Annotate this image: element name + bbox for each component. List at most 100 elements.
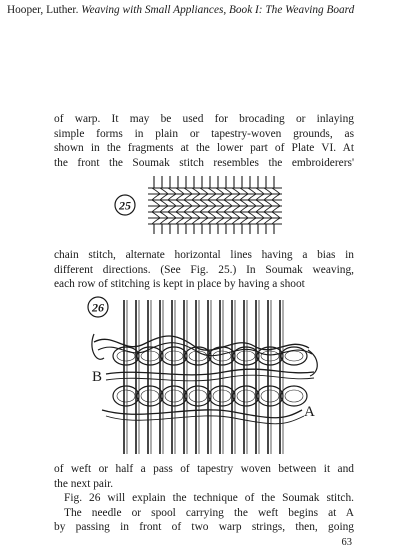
stitch-loop [239,193,249,201]
stitch-loop [255,193,265,201]
soumak-loop [212,350,232,362]
stitch-loop [231,217,241,225]
stitch-loop [159,193,169,201]
weft-tail [91,333,105,360]
stitch-loop [247,217,257,225]
soumak-loop [160,346,188,366]
stitch-loop [247,199,257,207]
soumak-loop [160,385,188,407]
stitch-loop [271,187,281,195]
stitch-loop [271,199,281,207]
text-line: the next pair. [54,477,114,490]
stitch-loop [263,211,273,219]
soumak-loop [284,389,304,403]
stitch-loop [255,205,265,213]
figure-25-soumak-stitch: 25 [114,176,282,234]
soumak-loop [280,346,308,366]
soumak-loop [232,346,260,366]
stitch-loop [199,205,209,213]
text-line: by passing in front of two warp strings,… [54,521,354,534]
stitch-loop [207,193,217,201]
figure-label-b: B [92,369,102,385]
stitch-loop [151,199,161,207]
soumak-loop [116,350,136,362]
stitch-loop [183,199,193,207]
stitch-loop [215,211,225,219]
stitch-loop [183,193,193,201]
stitch-loop [215,193,225,201]
text-line: the front the Soumak stitch resembles th… [54,156,354,169]
stitch-loop [175,217,185,225]
stitch-loop [255,199,265,207]
stitch-loop [271,193,281,201]
stitch-loop [231,193,241,201]
header-author: Hooper, Luther. [7,4,79,16]
stitch-loop [175,205,185,213]
soumak-loop [136,385,164,407]
soumak-loop [140,389,160,403]
soumak-loop [236,350,256,362]
soumak-loop [164,389,184,403]
stitch-loop [183,187,193,195]
text-line: The needle or spool carrying the weft be… [64,506,354,519]
weft-strand [105,368,315,376]
figure-26-soumak-technique: 26 B A [87,296,318,454]
stitch-loop [223,217,233,225]
stitch-loop [167,199,177,207]
soumak-loop [184,385,212,407]
stitch-loop [183,211,193,219]
soumak-loop [232,385,260,407]
stitch-loop [167,205,177,213]
soumak-loop [188,389,208,403]
stitch-loop [199,199,209,207]
stitch-loop [151,205,161,213]
weft-strand [105,374,315,382]
paragraph-3: of weft or half a pass of tapestry woven… [54,462,354,535]
weft-strand [105,415,305,425]
stitch-loop [247,211,257,219]
text-line: simple forms in plain or tapestry-woven … [54,127,354,140]
stitch-loop [191,187,201,195]
stitch-loop [151,217,161,225]
stitch-loop [223,187,233,195]
stitch-loop [175,187,185,195]
text-line: of warp. It may be used for brocading or… [54,113,354,125]
stitch-loop [263,187,273,195]
weft-strand [101,409,303,419]
stitch-loop [231,211,241,219]
stitch-loop [191,217,201,225]
stitch-loop [207,211,217,219]
figure-number-circle [87,296,109,318]
soumak-loop [212,389,232,403]
stitch-loop [167,211,177,219]
stitch-loop [239,199,249,207]
stitch-loop [151,211,161,219]
stitch-loop [207,217,217,225]
soumak-loop [188,350,208,362]
soumak-loop [284,350,304,362]
stitch-loop [239,205,249,213]
stitch-loop [191,211,201,219]
stitch-loop [263,205,273,213]
soumak-loop [256,385,284,407]
soumak-loop [140,350,160,362]
page-header: Hooper, Luther. Weaving with Small Appli… [7,4,397,16]
paragraph-1: of warp. It may be used for brocading or… [54,112,354,170]
soumak-loop [136,346,164,366]
soumak-loop [260,350,280,362]
stitch-loop [183,205,193,213]
paragraph-2: chain stitch, alternate horizontal lines… [54,248,354,292]
stitch-loop [271,211,281,219]
stitch-loop [151,193,161,201]
text-line: chain stitch, alternate horizontal lines… [54,249,354,261]
soumak-loop [112,385,140,407]
stitch-loop [263,193,273,201]
stitch-loop [159,205,169,213]
stitch-loop [175,199,185,207]
header-book-title: Weaving with Small Appliances, Book I: T… [81,4,355,16]
stitch-loop [215,205,225,213]
stitch-loop [159,187,169,195]
stitch-loop [239,217,249,225]
soumak-loop [112,346,140,366]
stitch-loop [247,187,257,195]
